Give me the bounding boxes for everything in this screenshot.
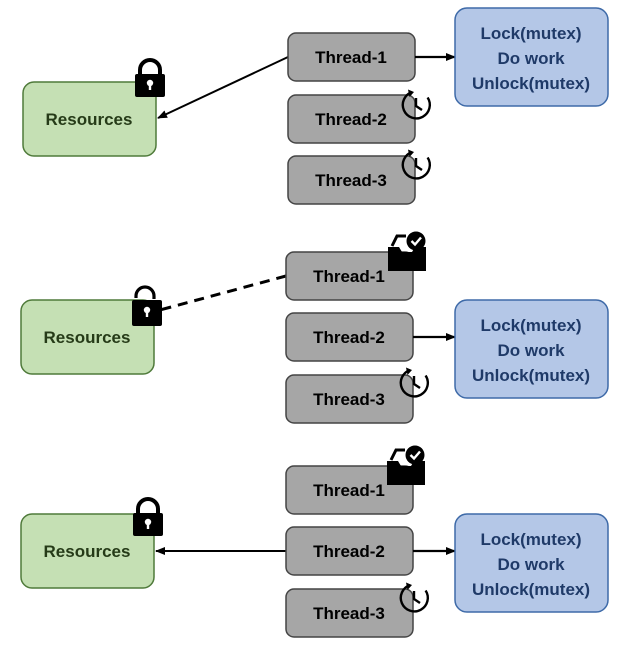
resources-box: Resources (20, 513, 155, 589)
work-box: Lock(mutex) Do work Unlock(mutex) (454, 7, 609, 107)
thread-3-box: Thread-3 (285, 374, 414, 424)
work-line-3: Unlock(mutex) (472, 366, 590, 385)
resources-box: Resources (22, 81, 157, 157)
thread-3-box: Thread-3 (287, 155, 416, 205)
thread-3-label: Thread-3 (313, 390, 385, 409)
resources-box-shape (20, 513, 155, 589)
lock-closed-icon (135, 58, 165, 97)
scenario-2: Resources Thread-1 Thread-2 Thread-3 (20, 231, 609, 424)
scenario-1: Resources Thread-1 Thread-2 Thread-3 (22, 7, 609, 205)
scenario-3: Resources Thread-1 Thread-2 Thread-3 (20, 445, 609, 638)
thread-1-label: Thread-1 (315, 48, 387, 67)
work-line-2: Do work (497, 341, 565, 360)
thread-3-shape (285, 374, 414, 424)
thread-1-shape (285, 465, 414, 515)
thread-1-box: Thread-1 (285, 251, 414, 301)
inbox-check-icon (387, 445, 425, 485)
thread-3-label: Thread-3 (313, 604, 385, 623)
resources-label: Resources (44, 328, 131, 347)
thread-1-box: Thread-1 (285, 465, 414, 515)
work-line-1: Lock(mutex) (480, 530, 581, 549)
work-line-2: Do work (497, 49, 565, 68)
thread-3-shape (287, 155, 416, 205)
thread-3-shape (285, 588, 414, 638)
resource-link-dashed (159, 274, 287, 312)
clock-icon (399, 367, 429, 398)
clock-icon (401, 89, 431, 120)
work-line-1: Lock(mutex) (480, 24, 581, 43)
thread-2-label: Thread-2 (315, 110, 387, 129)
work-box: Lock(mutex) Do work Unlock(mutex) (454, 299, 609, 399)
work-line-3: Unlock(mutex) (472, 580, 590, 599)
work-box-shape (454, 299, 609, 399)
clock-icon (399, 582, 429, 613)
thread-2-box: Thread-2 (285, 526, 414, 576)
lock-closed-icon (133, 497, 163, 536)
thread-2-label: Thread-2 (313, 542, 385, 561)
thread-1-label: Thread-1 (313, 481, 385, 500)
work-line-3: Unlock(mutex) (472, 74, 590, 93)
thread-1-box: Thread-1 (287, 32, 416, 82)
resource-link-arrow (157, 56, 289, 119)
work-box-shape (454, 7, 609, 107)
work-box: Lock(mutex) Do work Unlock(mutex) (454, 513, 609, 613)
resources-label: Resources (44, 542, 131, 561)
thread-3-box: Thread-3 (285, 588, 414, 638)
work-box-shape (454, 513, 609, 613)
lock-open-icon (132, 285, 162, 326)
thread-2-box: Thread-2 (287, 94, 416, 144)
thread-2-box: Thread-2 (285, 312, 414, 362)
resources-box-shape (22, 81, 157, 157)
resources-box-shape (20, 299, 155, 375)
thread-1-shape (285, 251, 414, 301)
thread-2-label: Thread-2 (313, 328, 385, 347)
resources-label: Resources (46, 110, 133, 129)
work-line-2: Do work (497, 555, 565, 574)
thread-3-label: Thread-3 (315, 171, 387, 190)
inbox-check-icon (388, 231, 426, 271)
clock-icon (401, 149, 431, 180)
thread-1-label: Thread-1 (313, 267, 385, 286)
work-line-1: Lock(mutex) (480, 316, 581, 335)
resources-box: Resources (20, 299, 155, 375)
